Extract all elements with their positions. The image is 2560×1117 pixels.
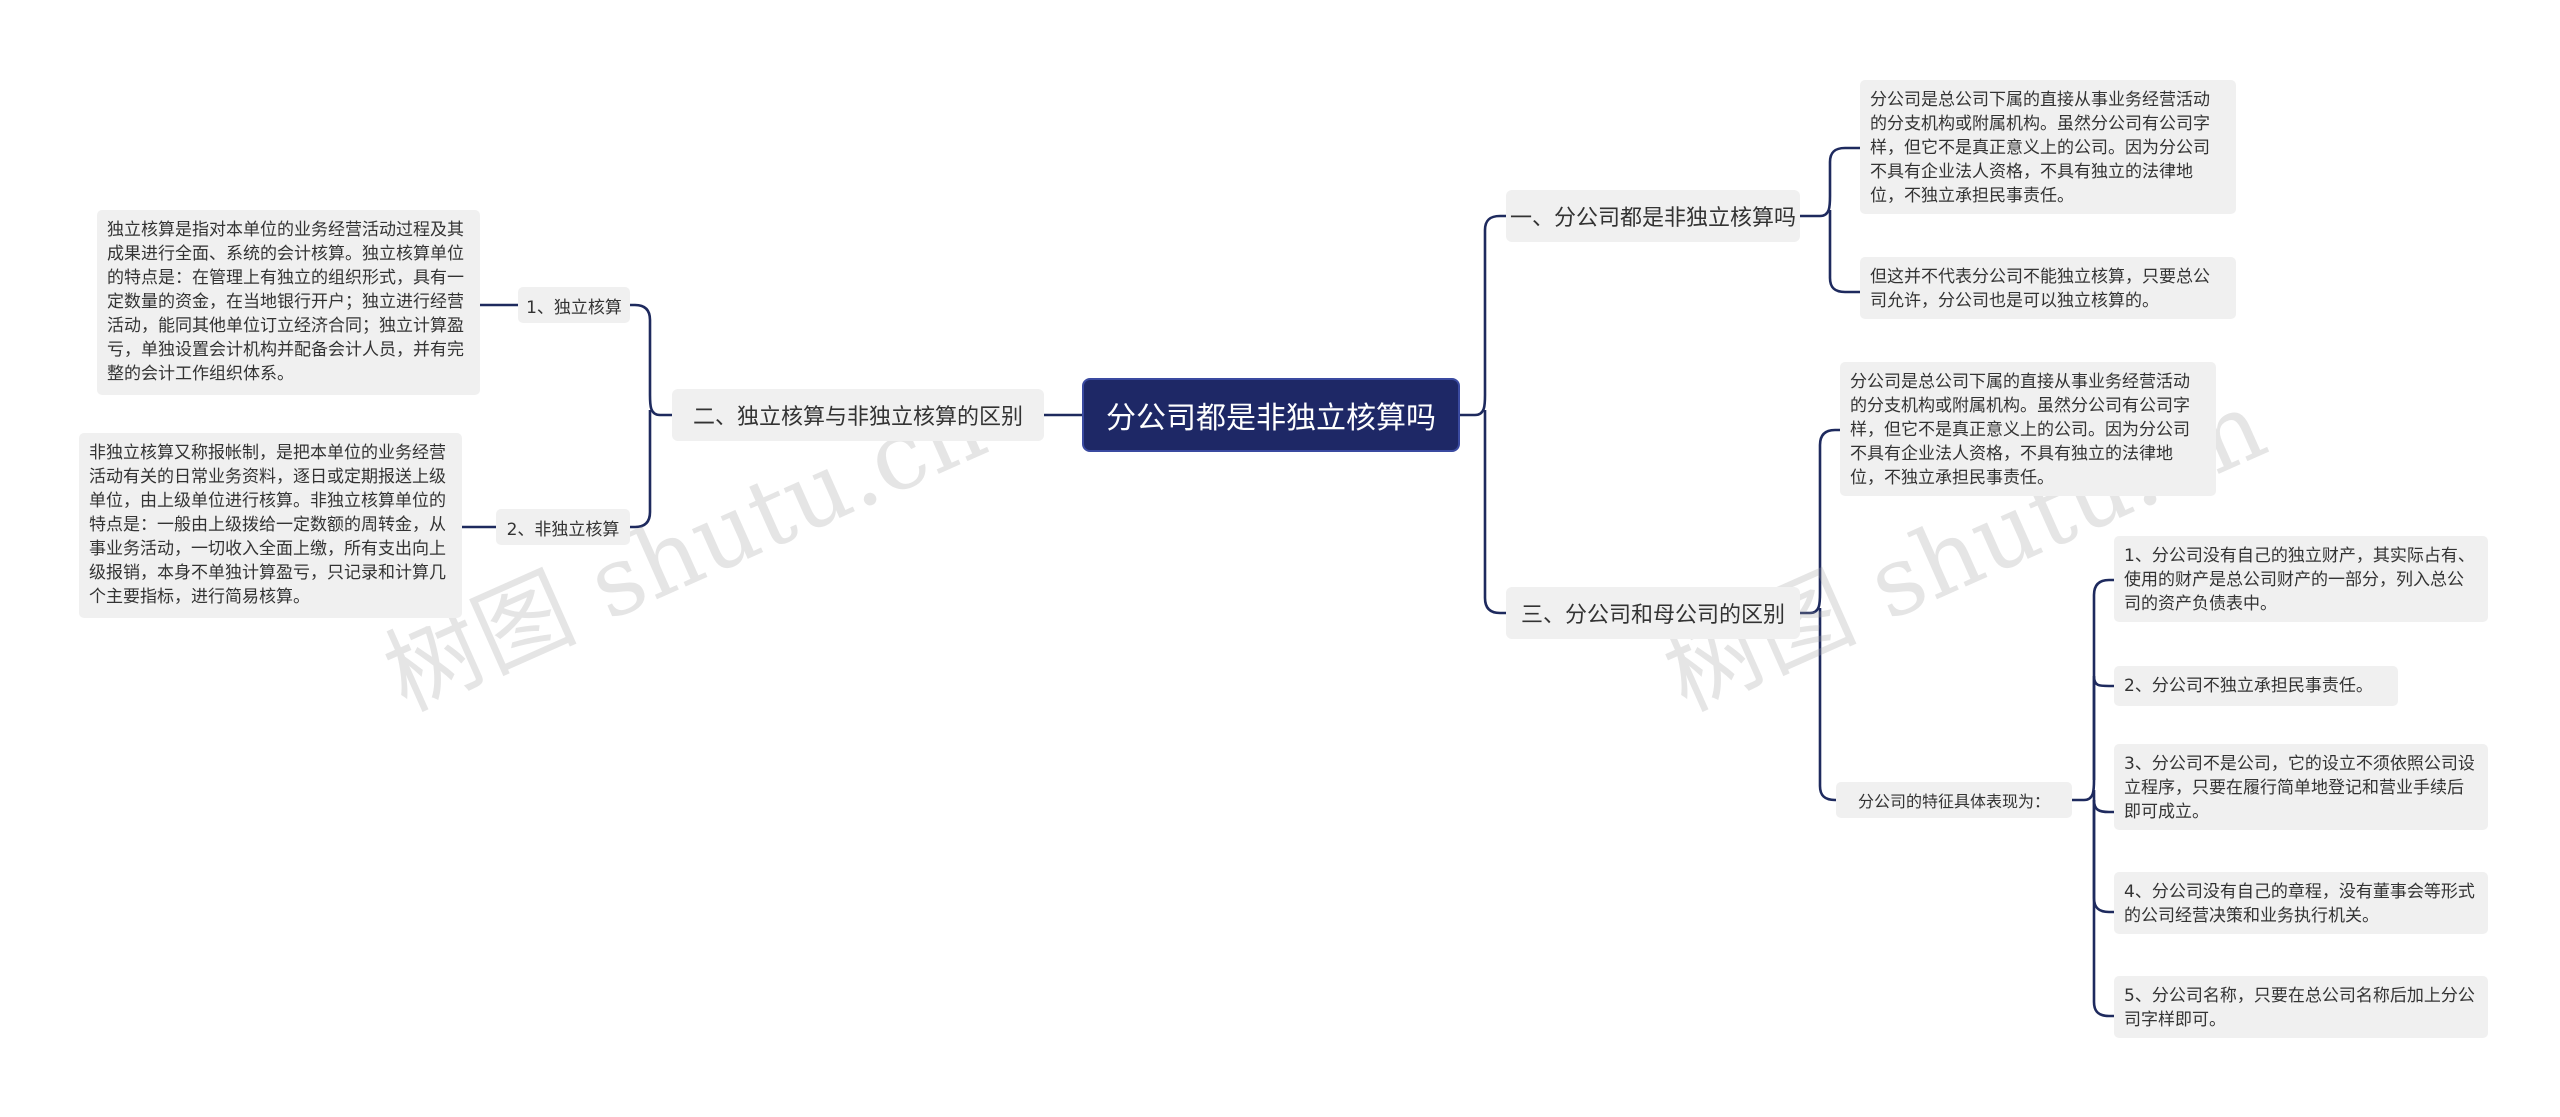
leaf-branch-definition: 分公司是总公司下属的直接从事业务经营活动的分支机构或附属机构。虽然分公司有公司字… [1860, 80, 2236, 214]
feature-item-5: 5、分公司名称，只要在总公司名称后加上分公司字样即可。 [2114, 976, 2488, 1038]
sub-independent-accounting[interactable]: 1、独立核算 [518, 287, 630, 323]
sub-nonindependent-accounting[interactable]: 2、非独立核算 [496, 509, 630, 545]
leaf-branch-definition-2: 分公司是总公司下属的直接从事业务经营活动的分支机构或附属机构。虽然分公司有公司字… [1840, 362, 2216, 496]
leaf-can-be-independent: 但这并不代表分公司不能独立核算，只要总公司允许，分公司也是可以独立核算的。 [1860, 257, 2236, 319]
root-topic[interactable]: 分公司都是非独立核算吗 [1082, 378, 1460, 452]
leaf-nonindependent-accounting-text: 非独立核算又称报帐制，是把本单位的业务经营活动有关的日常业务资料，逐日或定期报送… [79, 433, 462, 618]
feature-item-4: 4、分公司没有自己的章程，没有董事会等形式的公司经营决策和业务执行机关。 [2114, 872, 2488, 934]
sub-branch-features[interactable]: 分公司的特征具体表现为： [1836, 782, 2072, 818]
leaf-independent-accounting-text: 独立核算是指对本单位的业务经营活动过程及其成果进行全面、系统的会计核算。独立核算… [97, 210, 480, 395]
branch-is-nonindependent[interactable]: 一、分公司都是非独立核算吗 [1506, 190, 1800, 242]
branch-accounting-difference[interactable]: 二、独立核算与非独立核算的区别 [672, 389, 1044, 441]
feature-item-2: 2、分公司不独立承担民事责任。 [2114, 666, 2398, 706]
feature-item-3: 3、分公司不是公司，它的设立不须依照公司设立程序，只要在履行简单地登记和营业手续… [2114, 744, 2488, 830]
feature-item-1: 1、分公司没有自己的独立财产，其实际占有、使用的财产是总公司财产的一部分，列入总… [2114, 536, 2488, 622]
branch-parent-difference[interactable]: 三、分公司和母公司的区别 [1506, 587, 1800, 639]
